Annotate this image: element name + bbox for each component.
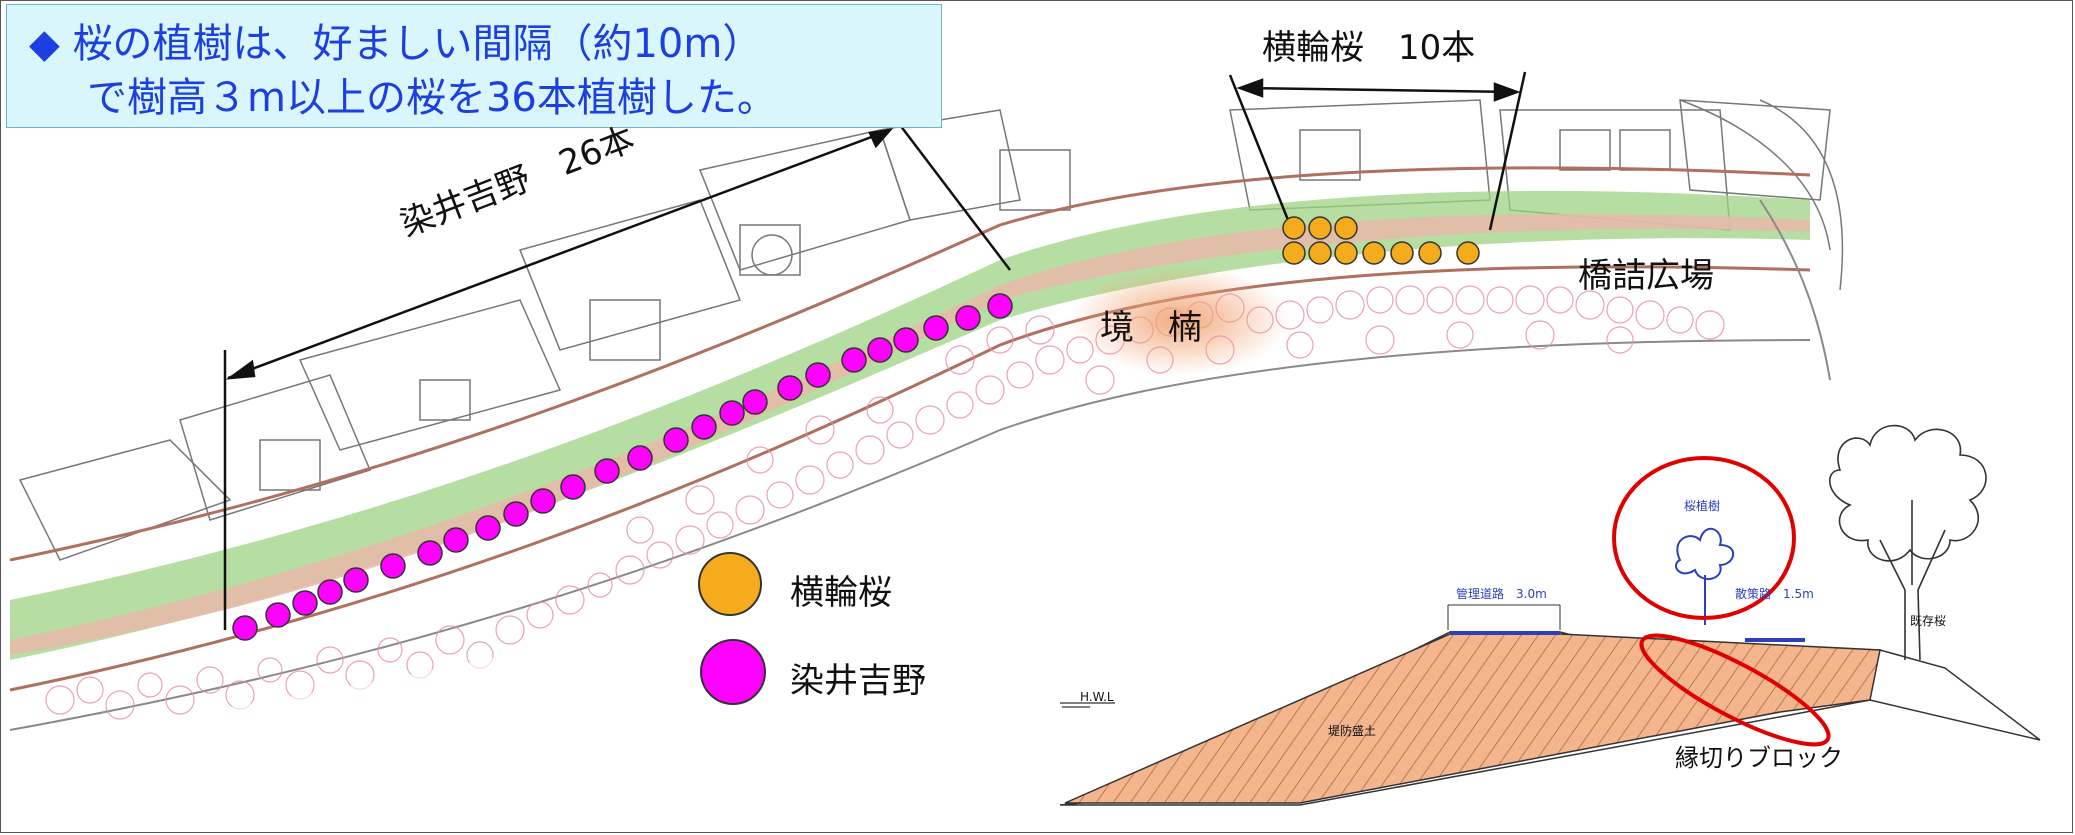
embankment-label: 堤防盛土 bbox=[1328, 724, 1377, 738]
mgmt-road-label: 管理道路 3.0m bbox=[1456, 587, 1547, 601]
callout-line-1: ◆ 桜の植樹は、好ましい間隔（約10m） bbox=[29, 21, 763, 67]
existing-tree-label: 既存桜 bbox=[1910, 614, 1947, 628]
river-bank bbox=[9, 166, 1831, 731]
cross-section bbox=[1059, 424, 2041, 806]
callout-line-2: で樹高３m以上の桜を36本植樹した。 bbox=[87, 75, 777, 121]
yokowa-trees bbox=[1282, 216, 1480, 265]
planting-tree-icon bbox=[1675, 527, 1735, 625]
town-blocks bbox=[18, 99, 1844, 561]
plaza-label: 橋詰広場 bbox=[1578, 256, 1714, 296]
legend-somei-symbol bbox=[700, 639, 766, 705]
planting-label: 桜植樹 bbox=[1684, 499, 1721, 513]
bullet-icon: ◆ bbox=[29, 21, 60, 67]
yokowa-dimension bbox=[1228, 71, 1527, 231]
legend-yokowa-symbol bbox=[698, 552, 762, 616]
somei-yoshino-trees bbox=[232, 293, 1013, 641]
somei-dimension bbox=[223, 124, 1011, 630]
planting-highlight-circle bbox=[1612, 456, 1796, 620]
existing-tree-icon bbox=[1828, 424, 1987, 661]
walk-path-label: 散策路 1.5m bbox=[1735, 587, 1814, 601]
legend-yokowa-label: 横輪桜 bbox=[790, 573, 892, 613]
yokowa-count-label: 横輪桜 10本 bbox=[1262, 28, 1476, 68]
kusunoki-label: 境 楠 bbox=[1100, 308, 1202, 348]
block-highlight-ellipse bbox=[1639, 633, 1831, 747]
block-label: 縁切りブロック bbox=[1675, 744, 1843, 772]
legend-somei-label: 染井吉野 bbox=[790, 661, 926, 701]
hwl-label: H.W.L bbox=[1080, 690, 1114, 704]
kusunoki-glow bbox=[1070, 265, 1290, 375]
summary-callout: ◆ 桜の植樹は、好ましい間隔（約10m） で樹高３m以上の桜を36本植樹した。 bbox=[6, 4, 942, 128]
